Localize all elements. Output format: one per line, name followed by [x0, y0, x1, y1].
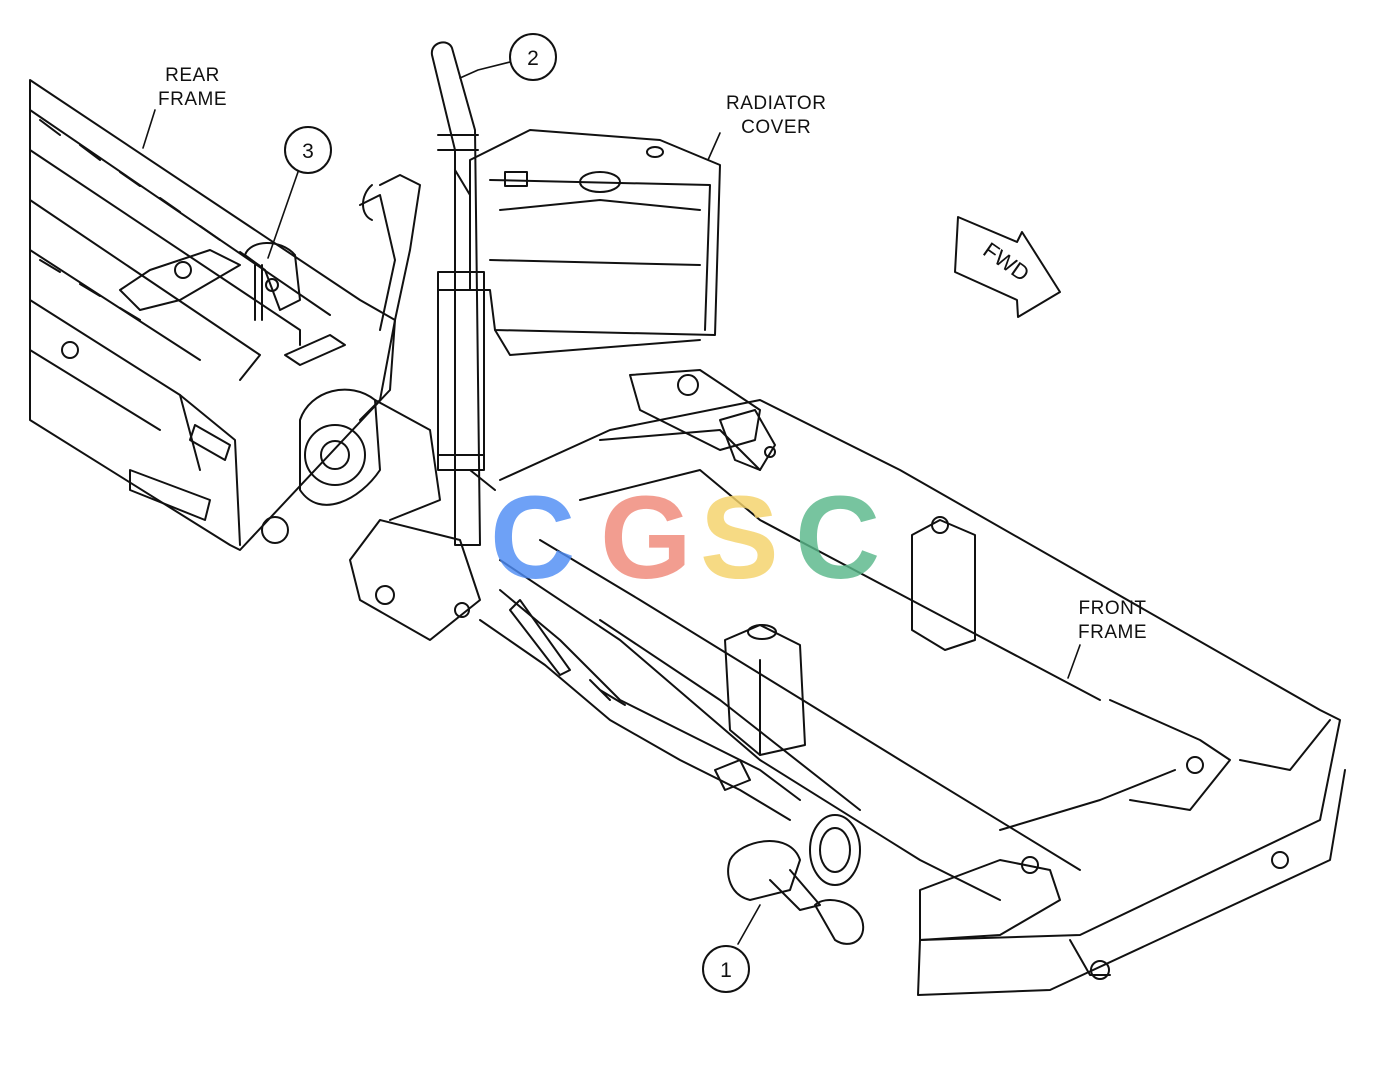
hitch-assembly	[299, 388, 481, 641]
watermark-letter: C	[490, 472, 575, 604]
fwd-arrow	[954, 216, 1061, 318]
radiator-cover	[359, 129, 721, 421]
callout-2-number: 2	[527, 47, 539, 70]
callout-1-circle	[702, 945, 750, 993]
callout-2-leader	[459, 61, 511, 79]
watermark-letter: C	[795, 472, 880, 604]
air-hose-1	[479, 589, 865, 945]
air-tube-2	[430, 41, 496, 546]
front-frame-leader	[1067, 644, 1081, 679]
watermark-logo: C G S C	[490, 472, 880, 604]
rear-frame	[29, 79, 396, 551]
rear-frame-leader	[142, 109, 156, 149]
radiator-cover-leader	[707, 132, 721, 161]
radiator-cover-label: RADIATOR COVER	[726, 93, 827, 138]
pipe-elbow-3	[244, 242, 301, 321]
watermark-letter: S	[700, 472, 779, 604]
callout-2-circle	[509, 33, 557, 81]
leader-lines	[142, 61, 1081, 945]
front-frame	[499, 369, 1346, 996]
callout-1-leader	[737, 904, 761, 945]
callout-3-leader	[267, 171, 299, 259]
watermark-letter: G	[600, 472, 692, 604]
callout-3-number: 3	[302, 140, 314, 163]
rear-frame-label: REAR FRAME	[158, 65, 227, 110]
callout-3-circle	[284, 126, 332, 174]
callout-1-number: 1	[720, 959, 732, 982]
fwd-label: FWD	[979, 237, 1034, 286]
front-frame-label: FRONT FRAME	[1078, 598, 1147, 643]
